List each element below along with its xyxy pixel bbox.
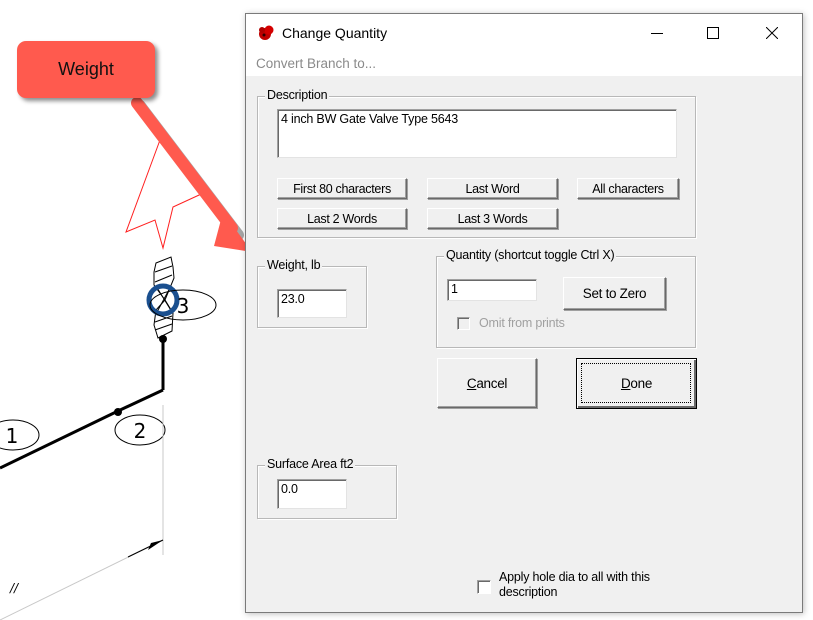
last-2-words-button[interactable]: Last 2 Words [277,208,407,229]
menu-bar: Convert Branch to... [246,52,802,76]
dialog-client: Description 4 inch BW Gate Valve Type 56… [246,76,802,612]
weight-group: Weight, lb 23.0 [257,258,367,328]
description-input[interactable]: 4 inch BW Gate Valve Type 5643 [277,109,677,158]
maximize-button[interactable] [690,14,736,52]
surface-area-label: Surface Area ft2 [265,457,356,471]
focus-ring [581,363,691,403]
weight-label: Weight, lb [265,258,323,272]
change-quantity-dialog: Change Quantity Convert Branch to... Des… [245,13,803,613]
weight-callout: Weight [17,41,155,98]
close-button[interactable] [749,14,795,52]
apply-hole-dia-line2: description [499,585,558,599]
valve-symbol [153,256,175,339]
quantity-group: Quantity (shortcut toggle Ctrl X) 1 Set … [436,248,696,348]
minimize-button[interactable] [634,14,680,52]
menu-convert-branch[interactable]: Convert Branch to... [256,56,377,71]
set-to-zero-button[interactable]: Set to Zero [563,277,666,310]
surface-area-input[interactable]: 0.0 [277,479,347,509]
quantity-label: Quantity (shortcut toggle Ctrl X) [444,248,617,262]
omit-from-prints-checkbox[interactable] [457,317,470,330]
title-bar[interactable]: Change Quantity [246,14,802,52]
red-valve-icon [259,25,274,40]
svg-text:1: 1 [6,424,19,448]
svg-text:2: 2 [134,419,147,443]
selection-marker [146,283,180,317]
minimize-icon [651,33,663,34]
window-title: Change Quantity [282,25,388,41]
apply-hole-dia-label: Apply hole dia to all with this descript… [499,570,650,600]
cancel-mnemonic: C [466,375,477,391]
apply-hole-dia-checkbox[interactable] [477,580,491,594]
done-label-rest: one [630,376,653,391]
maximize-icon [707,27,719,39]
quantity-input[interactable]: 1 [447,279,537,301]
surface-area-group: Surface Area ft2 0.0 [257,457,397,519]
first-80-characters-button[interactable]: First 80 characters [277,178,407,199]
last-word-button[interactable]: Last Word [427,178,558,199]
weight-input[interactable]: 23.0 [277,289,347,318]
done-mnemonic: D [620,376,631,391]
close-icon [766,27,778,39]
cancel-label-rest: ancel [476,375,508,391]
svg-text:3: 3 [177,294,190,318]
last-3-words-button[interactable]: Last 3 Words [427,208,558,229]
all-characters-button[interactable]: All characters [577,178,679,199]
omit-from-prints-label: Omit from prints [479,316,565,330]
callout-arrow [131,97,252,252]
apply-hole-dia-line1: Apply hole dia to all with this [499,570,650,584]
description-label: Description [265,88,330,102]
revision-cloud-marker [125,139,211,250]
svg-text://: // [9,581,20,595]
description-group: Description 4 inch BW Gate Valve Type 56… [257,88,696,238]
